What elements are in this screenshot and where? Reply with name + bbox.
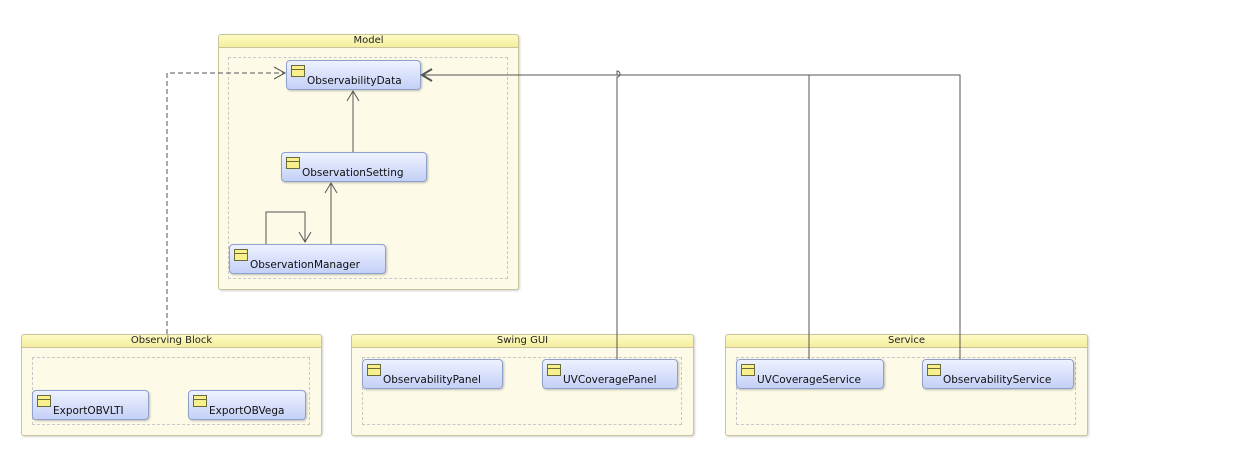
class-export-ob-vega[interactable]: ExportOBVega bbox=[188, 390, 306, 420]
association-arrowhead bbox=[346, 90, 360, 102]
package-title: Swing GUI bbox=[352, 335, 693, 348]
class-label: ObservationManager bbox=[250, 259, 360, 271]
package-content-area bbox=[362, 357, 682, 425]
class-label: UVCoveragePanel bbox=[563, 374, 657, 386]
class-icon bbox=[367, 364, 381, 376]
class-observability-panel[interactable]: ObservabilityPanel bbox=[362, 359, 503, 389]
class-observation-manager[interactable]: ObservationManager bbox=[229, 244, 386, 274]
package-title: Observing Block bbox=[22, 335, 321, 348]
class-label: ExportOBVLTI bbox=[53, 405, 124, 417]
class-observability-service[interactable]: ObservabilityService bbox=[922, 359, 1074, 389]
class-label: ObservationSetting bbox=[302, 167, 404, 179]
self-association-manager bbox=[265, 211, 306, 244]
class-icon bbox=[547, 364, 561, 376]
association-main-arrowhead bbox=[420, 68, 433, 82]
class-icon bbox=[286, 157, 300, 169]
class-export-ob-vlti[interactable]: ExportOBVLTI bbox=[32, 390, 149, 420]
dependency-observing-block-to-observability-data bbox=[166, 72, 284, 334]
package-title: Model bbox=[219, 35, 518, 48]
class-label: ObservabilityPanel bbox=[383, 374, 481, 386]
class-icon bbox=[193, 395, 207, 407]
dependency-arrowhead bbox=[273, 66, 287, 80]
class-icon bbox=[741, 364, 755, 376]
class-icon bbox=[37, 395, 51, 407]
association-observability-service-to-data bbox=[422, 74, 961, 359]
class-icon bbox=[234, 249, 248, 261]
class-label: UVCoverageService bbox=[757, 374, 861, 386]
association-uv-coverage-panel-to-data bbox=[616, 70, 621, 359]
class-observability-data[interactable]: ObservabilityData bbox=[286, 60, 421, 90]
class-icon bbox=[291, 65, 305, 77]
class-label: ObservabilityService bbox=[943, 374, 1052, 386]
class-icon bbox=[927, 364, 941, 376]
package-content-area bbox=[736, 357, 1076, 425]
class-label: ObservabilityData bbox=[307, 75, 402, 87]
class-uv-coverage-service[interactable]: UVCoverageService bbox=[736, 359, 884, 389]
class-label: ExportOBVega bbox=[209, 405, 285, 417]
class-observation-setting[interactable]: ObservationSetting bbox=[281, 152, 427, 182]
self-association-arrowhead bbox=[298, 231, 312, 243]
package-content-area bbox=[228, 57, 508, 279]
package-title: Service bbox=[726, 335, 1087, 348]
association-arrowhead bbox=[324, 182, 338, 194]
class-uv-coverage-panel[interactable]: UVCoveragePanel bbox=[542, 359, 678, 389]
